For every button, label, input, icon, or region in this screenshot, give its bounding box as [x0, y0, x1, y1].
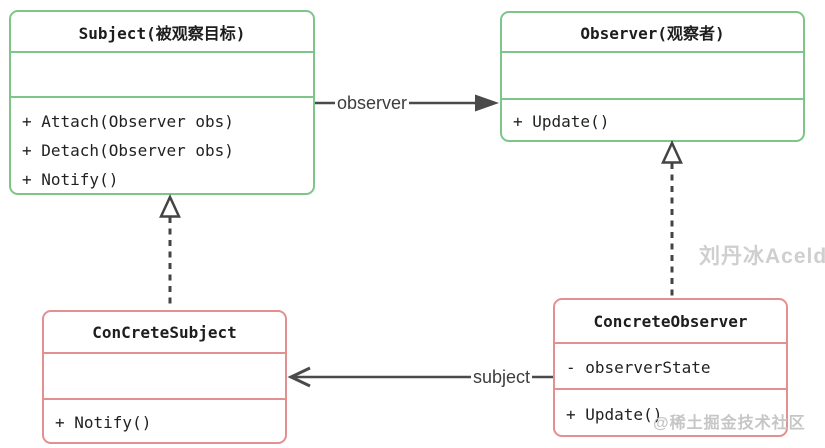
method-detach: + Detach(Observer obs) — [22, 141, 234, 160]
method-notify: + Notify() — [55, 413, 152, 432]
class-concrete-subject-attributes — [44, 354, 285, 400]
class-subject-attributes — [11, 53, 313, 98]
class-concrete-subject-methods: + Notify() — [44, 400, 285, 442]
class-concrete-observer-methods: + Update() — [555, 390, 786, 435]
method-update: + Update() — [513, 112, 610, 131]
class-concrete-observer-title: ConcreteObserver — [555, 300, 786, 344]
method-attach: + Attach(Observer obs) — [22, 112, 234, 131]
association-label-observer: observer — [335, 92, 410, 114]
observer-realization-arrow — [661, 140, 683, 297]
class-concrete-subject-title: ConCreteSubject — [44, 312, 285, 354]
class-concrete-observer-attributes: - observerState — [555, 344, 786, 390]
subject-realization-arrow — [159, 194, 181, 309]
class-subject-methods: + Attach(Observer obs) + Detach(Observer… — [11, 98, 313, 194]
class-concrete-observer: ConcreteObserver - observerState + Updat… — [553, 298, 788, 437]
field-observer-state: - observerState — [566, 358, 711, 377]
class-observer-methods: + Update() — [502, 100, 803, 140]
association-label-subject: subject — [471, 366, 533, 388]
watermark-author: 刘丹冰Aceld — [699, 245, 825, 268]
class-subject-title: Subject(被观察目标) — [11, 12, 313, 53]
method-update: + Update() — [566, 405, 663, 424]
class-observer-attributes — [502, 53, 803, 100]
class-subject: Subject(被观察目标) + Attach(Observer obs) + … — [9, 10, 315, 195]
method-notify: + Notify() — [22, 170, 119, 189]
class-observer-title: Observer(观察者) — [502, 13, 803, 53]
class-observer: Observer(观察者) + Update() — [500, 11, 805, 142]
class-concrete-subject: ConCreteSubject + Notify() — [42, 310, 287, 444]
